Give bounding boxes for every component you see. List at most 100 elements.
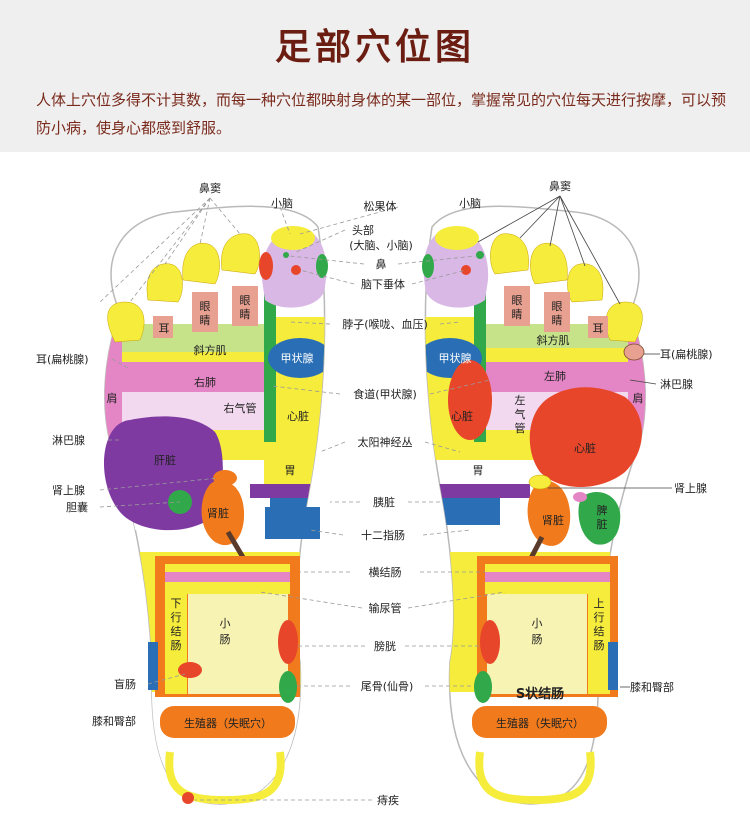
left-shoulder-strip xyxy=(104,332,122,452)
right-ear-label: 耳 xyxy=(593,322,604,335)
right-coccyx xyxy=(474,671,492,703)
left-nose-dot xyxy=(283,252,289,258)
left-pancreas xyxy=(250,484,325,498)
right-heart xyxy=(529,387,642,487)
left-small-intestine-label-2: 肠 xyxy=(220,633,231,646)
left-big-toe-red xyxy=(259,252,273,280)
right-lymph-line xyxy=(629,379,657,385)
right-eyes-label-2a: 眼 xyxy=(512,294,523,307)
right-kidney-label: 肾脏 xyxy=(542,514,564,527)
center-esophagus-line-r xyxy=(429,379,491,395)
right-duodenum xyxy=(425,495,500,525)
right-nose-dot xyxy=(476,251,484,259)
right-eyes-label-2b: 睛 xyxy=(512,308,523,321)
right-eyes-label-1b: 睛 xyxy=(552,314,563,327)
left-gallbladder-line xyxy=(99,501,181,508)
left-appendix xyxy=(178,662,202,678)
center-neck-line-r xyxy=(439,321,461,325)
left-toe-5 xyxy=(107,301,145,343)
center-pineal-label: 松果体 xyxy=(364,199,397,213)
right-sinus-line-1 xyxy=(477,195,561,243)
left-descending-colon-label-4: 肠 xyxy=(171,639,182,652)
left-eyes-label-1b: 睛 xyxy=(200,314,211,327)
left-eyes-label-1a: 眼 xyxy=(200,300,211,313)
left-eyes-label-2b: 睛 xyxy=(240,308,251,321)
left-appendix-line xyxy=(147,673,186,685)
center-duodenum-line-l xyxy=(309,529,344,536)
left-heart-label: 心脏 xyxy=(287,410,309,423)
right-foot: 耳 眼 睛 眼 睛 斜方肌 甲状腺 左肺 心脏 左 气 管 心脏 胃 肾脏 脾 … xyxy=(422,205,646,805)
left-coccyx xyxy=(279,671,297,703)
right-bronchus-label-3: 管 xyxy=(515,421,526,435)
left-cerebellum-line xyxy=(279,206,291,235)
right-spleen xyxy=(578,492,621,545)
right-bronchus-label-1: 左 xyxy=(515,394,526,407)
right-pancreas xyxy=(425,484,530,498)
center-neck-label: 脖子(喉咙、血压) xyxy=(342,317,428,331)
left-sinus-line-1 xyxy=(129,197,211,303)
right-kidney xyxy=(527,480,571,546)
right-bronchus-label-2: 气 xyxy=(515,407,526,421)
right-thyroid-label: 甲状腺 xyxy=(439,351,472,365)
center-solar-label: 太阳神经丛 xyxy=(358,435,413,449)
left-sinus-line-3 xyxy=(199,197,211,245)
right-ascending-colon xyxy=(588,594,610,694)
right-sinus-lines xyxy=(477,195,672,688)
right-knee-hip-label: 膝和臀部 xyxy=(630,680,674,694)
left-ear-box xyxy=(153,316,173,338)
left-knee-hip xyxy=(148,642,158,690)
center-solar-line-l xyxy=(319,441,346,453)
center-head-line xyxy=(295,229,346,253)
left-duodenum-lower xyxy=(265,507,320,539)
leader-lines xyxy=(99,197,506,801)
left-eyes-label-2a: 眼 xyxy=(240,294,251,307)
left-appendix-label: 盲肠 xyxy=(114,677,136,691)
right-toe-5 xyxy=(605,301,643,343)
right-spleen-label-1: 脾 xyxy=(597,503,608,517)
right-adrenal xyxy=(528,474,552,490)
right-ear-tonsil-dot xyxy=(623,343,645,361)
left-sinus-line-4 xyxy=(209,197,241,235)
right-lymph-label: 淋巴腺 xyxy=(660,377,693,391)
left-kidney xyxy=(201,480,245,546)
left-adrenal xyxy=(213,470,237,486)
center-ureter-line-r xyxy=(407,591,506,609)
right-ascending-colon-label-3: 结 xyxy=(594,625,605,638)
right-sinus-line-3 xyxy=(549,195,561,247)
left-sinus-label: 鼻窦 xyxy=(199,181,221,195)
right-eye-box-1 xyxy=(544,292,570,332)
right-left-lung-label: 左肺 xyxy=(544,370,566,383)
right-heart-small-label: 心脏 xyxy=(451,410,473,423)
center-esophagus-label: 食道(甲状腺) xyxy=(353,387,417,401)
left-sinus-line-5 xyxy=(99,197,211,303)
left-stomach-label: 胃 xyxy=(285,464,296,477)
center-nose-line-r xyxy=(397,255,476,265)
left-pituitary-dot xyxy=(291,265,301,275)
left-ear-tonsil-label: 耳(扁桃腺) xyxy=(36,352,89,366)
left-ear-tonsil-line xyxy=(111,358,129,369)
right-genitals xyxy=(472,706,607,738)
left-toe-2 xyxy=(221,233,260,275)
left-kidney-label: 肾脏 xyxy=(207,507,229,520)
left-green-strip xyxy=(264,292,276,442)
right-knee-hip xyxy=(608,642,618,690)
center-pituitary-line-l xyxy=(299,269,355,285)
page-title: 足部穴位图 xyxy=(274,27,475,68)
left-liver-label: 肝脏 xyxy=(154,454,176,467)
header-banner: 足部穴位图 人体上穴位多得不计其数，而每一种穴位都映射身体的某一部位，掌握常见的… xyxy=(0,0,750,152)
center-pancreas-label: 胰脏 xyxy=(373,495,395,509)
center-hemorrhoids-label: 痔疾 xyxy=(377,793,399,807)
left-descending-colon-label-3: 结 xyxy=(171,625,182,638)
left-genitals-label: 生殖器（失眠穴） xyxy=(184,716,272,730)
right-ascending-colon-label-2: 行 xyxy=(594,611,605,624)
left-sinus-line-2 xyxy=(164,197,211,265)
right-heart-label: 心脏 xyxy=(574,442,596,455)
left-descending-colon-label-2: 行 xyxy=(171,611,182,624)
center-coccyx-label: 尾骨(仙骨) xyxy=(361,680,414,693)
left-gallbladder-label: 胆囊 xyxy=(66,500,88,514)
right-big-toe xyxy=(423,227,489,308)
left-small-intestine xyxy=(188,594,288,694)
left-small-intestine-label-1: 小 xyxy=(220,617,231,630)
right-bladder xyxy=(480,620,500,664)
right-small-intestine-label-1: 小 xyxy=(532,617,543,630)
